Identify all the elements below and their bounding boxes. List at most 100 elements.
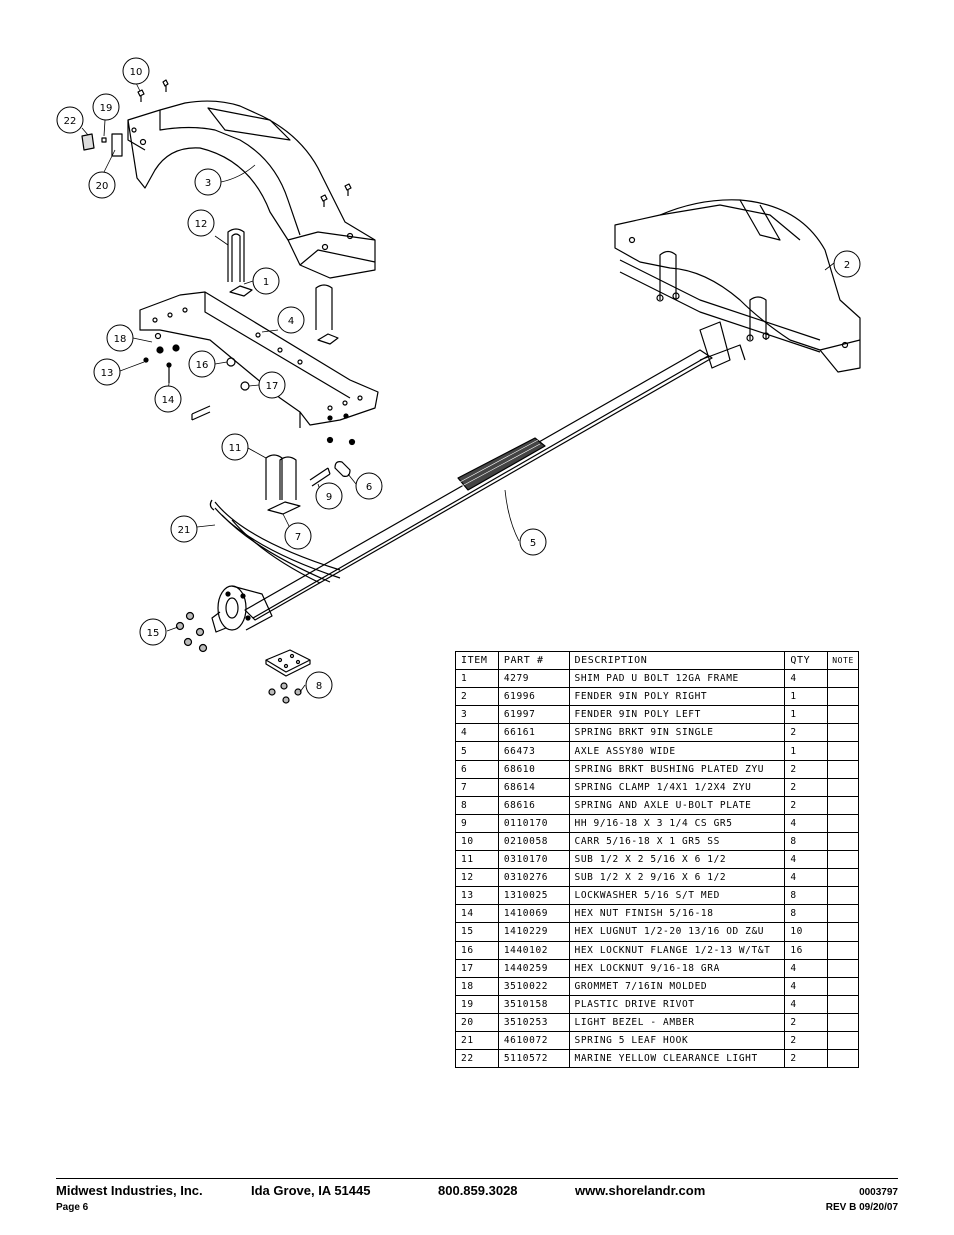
- cell-item: 22: [455, 1049, 499, 1069]
- callout-2: 2: [833, 250, 861, 278]
- footer-city: Ida Grove, IA 51445: [251, 1183, 371, 1198]
- cell-description: GROMMET 7/16IN MOLDED: [568, 976, 786, 996]
- cell-part: 3510253: [497, 1012, 570, 1032]
- cell-item: 15: [455, 922, 499, 942]
- cell-qty: 2: [784, 1049, 829, 1069]
- cell-description: MARINE YELLOW CLEARANCE LIGHT: [568, 1049, 786, 1069]
- cell-part: 0110170: [497, 813, 570, 833]
- cell-item: 21: [455, 1030, 499, 1051]
- cell-part: 3510022: [497, 976, 570, 996]
- cell-item: 5: [455, 741, 499, 761]
- cell-item: 17: [455, 958, 499, 978]
- svg-text:21: 21: [178, 525, 191, 536]
- cell-qty: 2: [784, 1012, 829, 1032]
- cell-qty: 2: [784, 777, 829, 797]
- header-part: PART #: [497, 650, 570, 671]
- callout-17: 17: [258, 371, 286, 399]
- callout-18: 18: [106, 324, 134, 352]
- callout-22: 22: [56, 106, 84, 134]
- axle-drawing: [211, 321, 746, 633]
- cell-qty: 16: [784, 940, 829, 960]
- svg-text:4: 4: [288, 316, 294, 327]
- callout-13: 13: [93, 358, 121, 386]
- callout-3: 3: [194, 168, 222, 196]
- cell-note: [827, 723, 859, 743]
- callout-20: 20: [88, 171, 116, 199]
- cell-description: SUB 1/2 X 2 5/16 X 6 1/2: [568, 850, 786, 870]
- cell-item: 19: [455, 994, 499, 1014]
- cell-description: CARR 5/16-18 X 1 GR5 SS: [568, 831, 786, 852]
- cell-qty: 2: [784, 759, 829, 779]
- cell-note: [827, 958, 859, 978]
- leaf-spring-drawing: [209, 499, 341, 584]
- cell-note: [827, 850, 859, 870]
- cell-qty: 8: [784, 904, 829, 924]
- footer-phone: 800.859.3028: [438, 1183, 518, 1198]
- svg-text:11: 11: [229, 443, 242, 454]
- svg-text:13: 13: [101, 368, 114, 379]
- cell-description: SPRING BRKT 9IN SINGLE: [568, 723, 786, 743]
- callout-7: 7: [284, 522, 312, 550]
- svg-text:3: 3: [205, 178, 211, 189]
- callout-16: 16: [188, 350, 216, 378]
- cell-part: 4610072: [497, 1030, 570, 1051]
- table-header-row: ITEM PART # DESCRIPTION QTY NOTE: [455, 650, 859, 671]
- cell-note: [827, 886, 859, 906]
- callout-1: 1: [252, 267, 280, 295]
- callout-19: 19: [92, 93, 120, 121]
- cell-item: 13: [455, 886, 499, 906]
- cell-part: 68616: [497, 795, 570, 815]
- right-fender-drawing: [614, 199, 861, 373]
- callout-21: 21: [170, 515, 198, 543]
- svg-text:19: 19: [100, 103, 113, 114]
- cell-note: [827, 904, 859, 924]
- cell-qty: 4: [784, 850, 829, 870]
- header-note: NOTE: [827, 650, 859, 671]
- callout-14: 14: [154, 385, 182, 413]
- header-qty: QTY: [784, 650, 829, 671]
- callout-5: 5: [519, 528, 547, 556]
- cell-item: 14: [455, 904, 499, 924]
- cell-note: [827, 759, 859, 779]
- cell-note: [827, 705, 859, 725]
- svg-text:7: 7: [295, 532, 301, 543]
- cell-description: SPRING 5 LEAF HOOK: [568, 1030, 786, 1051]
- cell-part: 68614: [497, 777, 570, 797]
- svg-text:6: 6: [366, 482, 372, 493]
- cell-part: 1410229: [497, 922, 570, 942]
- footer-doc-number: 0003797: [859, 1187, 898, 1198]
- cell-item: 11: [455, 850, 499, 870]
- cell-description: SHIM PAD U BOLT 12GA FRAME: [568, 669, 786, 689]
- callout-12: 12: [187, 209, 215, 237]
- footer-website[interactable]: www.shorelandr.com: [575, 1183, 706, 1198]
- cell-note: [827, 922, 859, 942]
- cell-description: AXLE ASSY80 WIDE: [568, 741, 786, 761]
- cell-qty: 2: [784, 723, 829, 743]
- svg-text:14: 14: [162, 395, 175, 406]
- cell-part: 68610: [497, 759, 570, 779]
- svg-text:1: 1: [263, 277, 269, 288]
- cell-description: HH 9/16-18 X 3 1/4 CS GR5: [568, 813, 786, 833]
- cell-description: LOCKWASHER 5/16 S/T MED: [568, 886, 786, 906]
- cell-note: [827, 795, 859, 815]
- cell-item: 10: [455, 831, 499, 852]
- cell-part: 3510158: [497, 994, 570, 1014]
- cell-qty: 4: [784, 994, 829, 1014]
- svg-text:18: 18: [114, 334, 127, 345]
- callout-4: 4: [277, 306, 305, 334]
